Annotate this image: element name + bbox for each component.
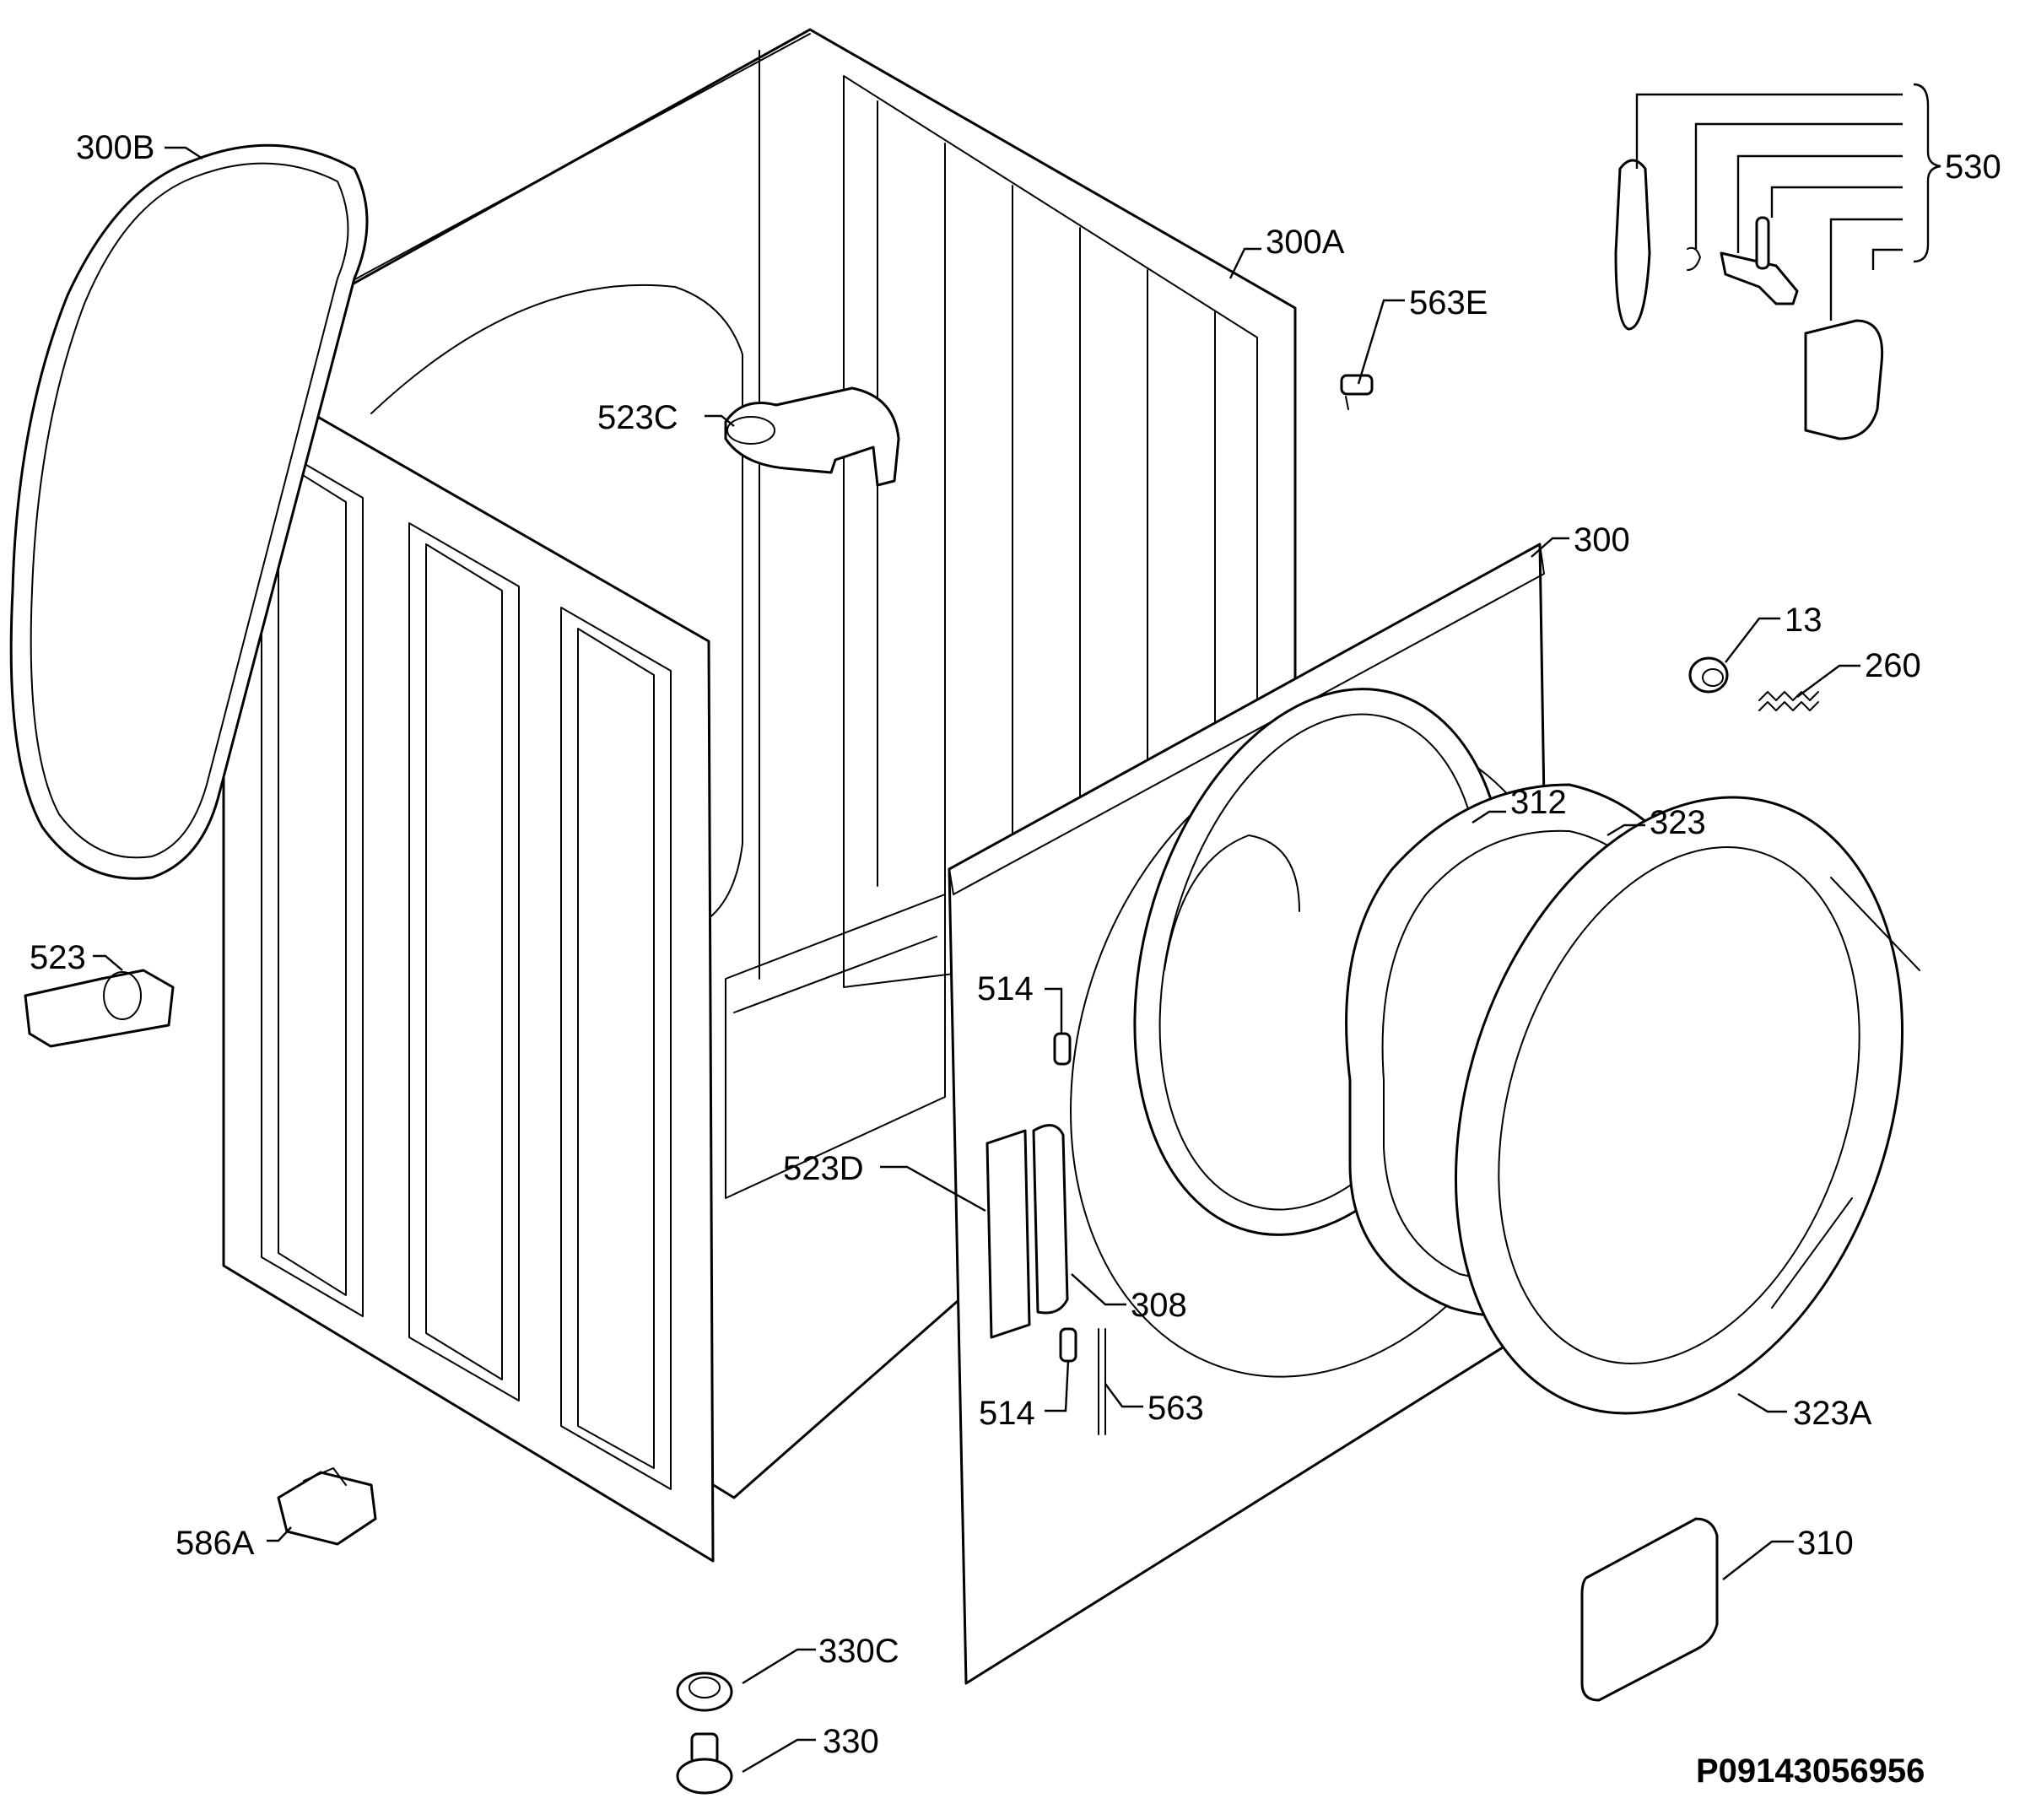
label-330C: 330C [818,1633,899,1670]
label-260: 260 [1865,647,1921,684]
label-523D: 523D [783,1150,864,1187]
label-13: 13 [1785,602,1822,639]
door-lock-part [986,1124,1069,1339]
hinge-assembly-part [1614,159,1884,440]
nut-part [676,1671,733,1712]
label-323: 323 [1650,804,1706,841]
cover-flap-part [1580,1517,1719,1702]
label-530: 530 [1945,149,2001,186]
label-310: 310 [1797,1525,1854,1562]
rear-seal-ring-part [9,143,369,880]
document-number: P09143056956 [1696,1752,1925,1790]
label-523C: 523C [597,399,678,436]
hose-fitting-part [676,1732,733,1795]
spring-part [1758,691,1819,711]
label-563E: 563E [1409,284,1488,321]
part-labels: 300B 300A 530 563E 523C 300 13 260 312 3… [30,129,2001,1790]
hose-clip-part [724,386,900,487]
label-300: 300 [1574,521,1630,559]
label-330: 330 [823,1723,879,1760]
label-563: 563 [1148,1390,1204,1427]
pin-part-lower [1059,1327,1077,1363]
rod-part [1098,1328,1106,1435]
door-outer-ring-part [1454,796,1920,1415]
label-586A: 586A [176,1525,255,1562]
label-312: 312 [1510,784,1567,821]
label-523: 523 [30,939,86,976]
cable-clip-part [277,1467,377,1546]
label-300A: 300A [1266,224,1345,261]
leader-lines [93,83,1941,1774]
label-323A: 323A [1793,1395,1872,1432]
bushing-part [1688,656,1729,694]
bracket-part [24,969,175,1048]
label-308: 308 [1131,1287,1187,1324]
label-514-upper: 514 [977,970,1034,1007]
cabinet-side-panel [222,361,715,1563]
label-300B: 300B [76,129,154,166]
label-514-lower: 514 [979,1395,1035,1432]
sensor-part [1340,374,1374,410]
pin-part-upper [1053,1032,1072,1066]
